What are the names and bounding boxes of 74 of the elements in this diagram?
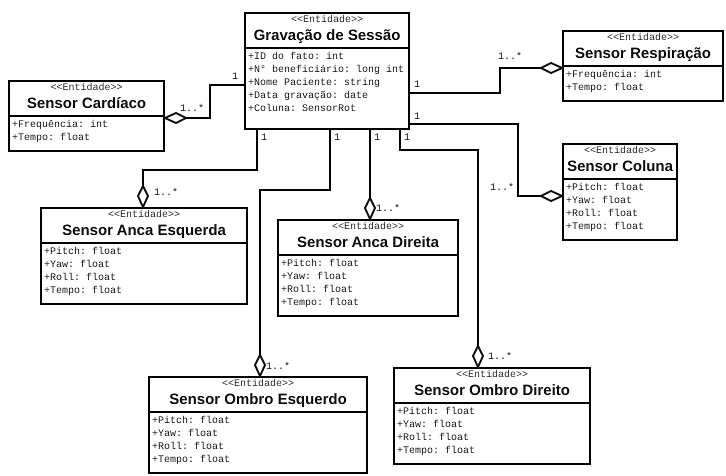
multiplicity-label: 1 <box>334 133 340 144</box>
aggregation-connector <box>254 130 331 377</box>
class-box <box>393 367 591 465</box>
attribute-text: +Yaw: float <box>152 428 220 441</box>
attribute-text: +Roll: float <box>152 441 226 454</box>
attribute-text: +Roll: float <box>281 284 354 297</box>
class-name: Sensor Coluna <box>567 158 673 176</box>
stereotype-label: <<Entidade>> <box>332 222 404 234</box>
class-box <box>562 30 724 102</box>
stereotype-label: <<Entidade>> <box>584 146 656 158</box>
attribute-text: +Pitch: float <box>44 246 124 259</box>
attribute-text: +Tempo: float <box>566 82 646 95</box>
attribute-text: +Data gravação: date <box>248 90 370 103</box>
attribute-text: +Tempo: float <box>397 445 476 458</box>
class-name: Sensor Anca Direita <box>297 234 439 252</box>
class-box <box>40 207 248 305</box>
multiplicity-label: 1 <box>414 112 420 123</box>
class-box <box>277 219 459 317</box>
attribute-text: +Tempo: float <box>152 454 232 467</box>
multiplicity-label: 1 <box>414 80 420 91</box>
class-box <box>8 80 165 152</box>
class-name: Gravação de Sessão <box>254 27 400 45</box>
class-name: Sensor Ombro Direito <box>414 382 570 400</box>
attribute-text: +Tempo: float <box>12 132 92 145</box>
multiplicity-label: 1..* <box>266 362 290 373</box>
attribute-text: +ID do fato: int <box>248 51 346 64</box>
attribute-text: +Pitch: float <box>566 182 646 195</box>
multiplicity-label: 1 <box>404 133 410 144</box>
multiplicity-label: 1 <box>374 133 380 144</box>
attribute-text: +Yaw: float <box>44 259 112 272</box>
multiplicity-label: 1..* <box>498 52 522 63</box>
attribute-text: +N° beneficiário: long int <box>248 64 406 77</box>
class-name: Sensor Respiração <box>575 45 711 63</box>
attribute-text: +Roll: float <box>44 272 118 285</box>
attribute-text: +Yaw: float <box>397 419 464 432</box>
aggregation-connector <box>410 62 563 94</box>
stereotype-label: <<Entidade>> <box>456 370 528 382</box>
attribute-text: +Pitch: float <box>397 406 476 419</box>
aggregation-connector <box>137 130 258 208</box>
attribute-text: +Yaw: float <box>566 195 634 208</box>
attribute-text: +Yaw: float <box>281 271 348 284</box>
class-box <box>562 143 678 241</box>
class-name: Sensor Cardíaco <box>26 95 146 113</box>
stereotype-label: <<Entidade>> <box>50 83 122 95</box>
multiplicity-label: 1..* <box>154 188 178 199</box>
aggregation-connector <box>164 84 244 124</box>
stereotype-label: <<Entidade>> <box>606 33 679 45</box>
attribute-text: +Tempo: float <box>281 297 360 310</box>
multiplicity-label: 1..* <box>376 204 400 215</box>
attribute-text: +Tempo: float <box>566 221 646 234</box>
class-name: Sensor Ombro Esquerdo <box>169 391 347 409</box>
attribute-text: +Frequência: int <box>566 69 664 82</box>
attribute-text: +Roll: float <box>566 208 640 221</box>
attribute-text: +Coluna: SensorRot <box>248 103 358 116</box>
attribute-text: +Roll: float <box>397 432 470 445</box>
aggregation-connector <box>399 130 484 368</box>
class-box <box>244 12 410 130</box>
multiplicity-label: 1..* <box>180 104 204 115</box>
attribute-text: +Pitch: float <box>281 258 360 271</box>
multiplicity-label: 1 <box>261 133 268 144</box>
multiplicity-label: 1..* <box>490 183 514 194</box>
stereotype-label: <<Entidade>> <box>222 379 294 391</box>
multiplicity-label: 1 <box>232 72 238 83</box>
class-box <box>148 376 368 474</box>
aggregation-connector <box>410 123 563 202</box>
attribute-text: +Tempo: float <box>44 285 124 298</box>
class-name: Sensor Anca Esquerda <box>62 222 226 240</box>
multiplicity-label: 1..* <box>488 352 512 363</box>
stereotype-label: <<Entidade>> <box>108 210 180 222</box>
stereotype-label: <<Entidade>> <box>290 15 363 27</box>
aggregation-connector <box>364 130 376 220</box>
attribute-text: +Pitch: float <box>152 415 232 428</box>
attribute-text: +Frequência: int <box>12 119 110 132</box>
attribute-text: +Nome Paciente: string <box>248 77 382 90</box>
